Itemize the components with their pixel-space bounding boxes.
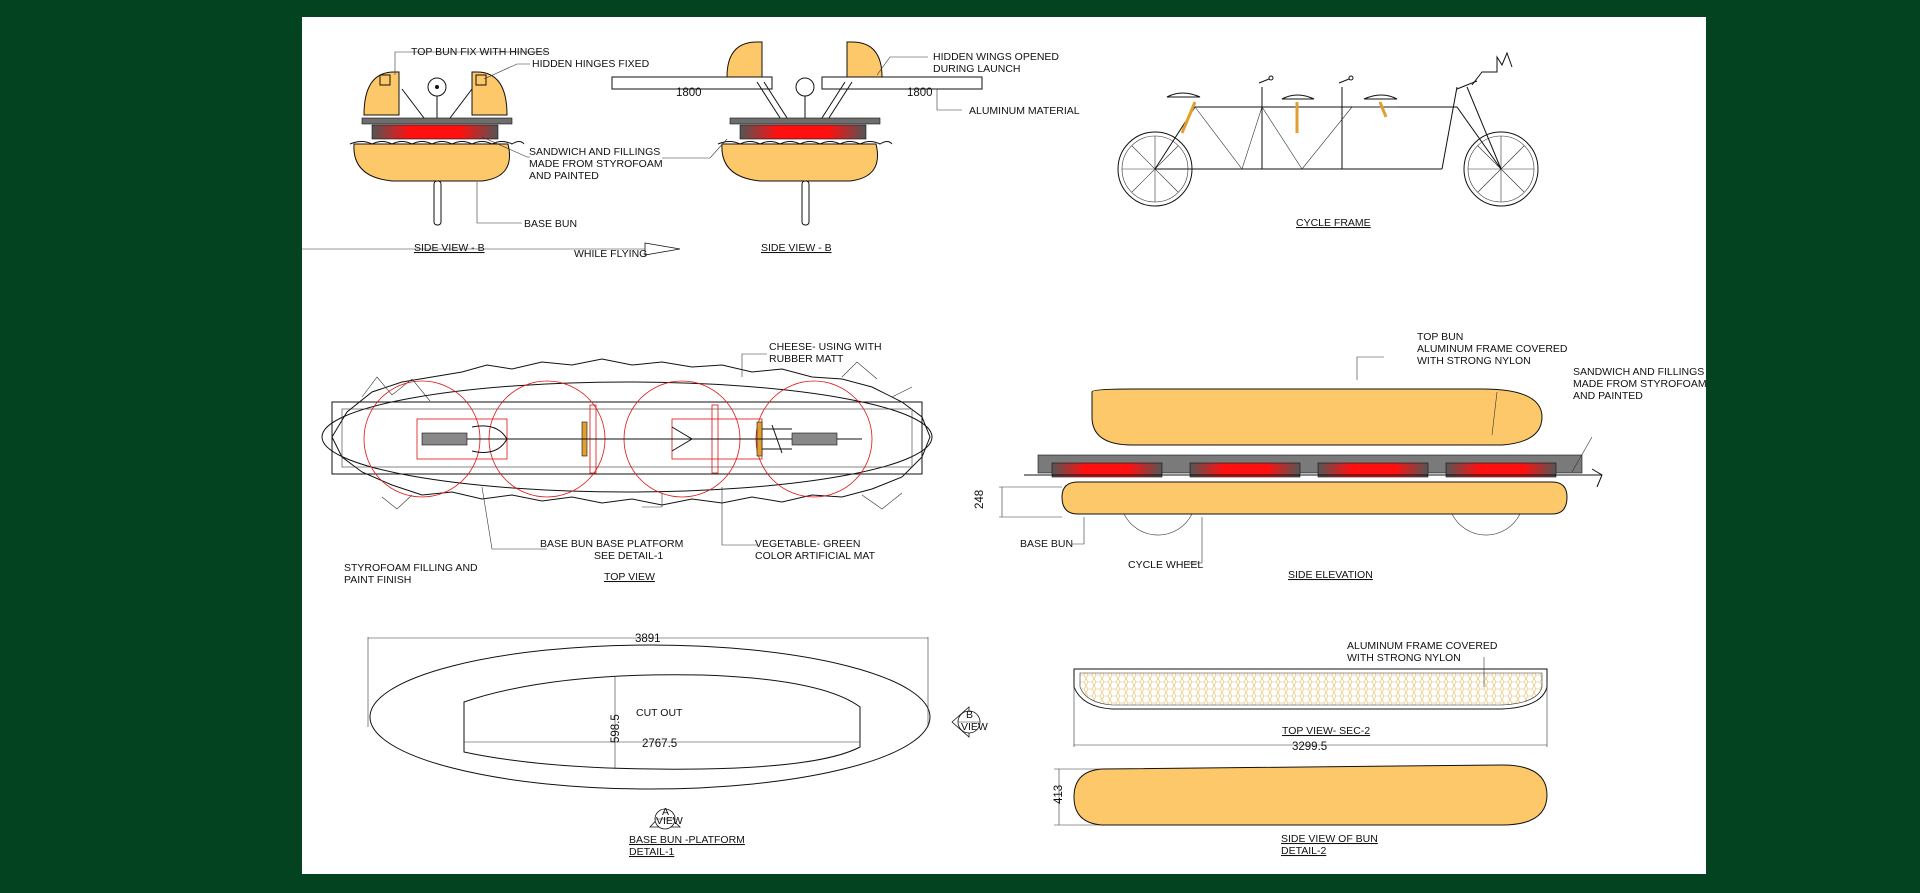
right-wing — [821, 76, 983, 90]
label-vegetable-2: COLOR ARTIFICIAL MAT — [755, 550, 876, 562]
label-top-bun-hinges: TOP BUN FIX WITH HINGES — [411, 46, 549, 58]
right-top-bun-open — [846, 41, 883, 78]
ring-center — [435, 85, 439, 89]
title-side-view-b-2: SIDE VIEW - B — [761, 242, 832, 254]
label-vegetable-1: VEGETABLE- GREEN — [755, 538, 860, 550]
title-side-elevation: SIDE ELEVATION — [1288, 569, 1373, 581]
lettuce-outline — [331, 358, 931, 506]
front-basket — [1471, 51, 1513, 86]
side-view-b-open — [611, 41, 983, 226]
side-elevation-drawing — [999, 356, 1603, 564]
dim-wing-right: 1800 — [907, 87, 933, 99]
lettuce-edge — [349, 141, 525, 145]
label-hidden-wings-2: DURING LAUNCH — [933, 63, 1021, 75]
seat-post — [433, 180, 442, 226]
hinge-marker-right — [475, 74, 487, 86]
dim-cutout-width: 598.5 — [610, 714, 622, 743]
cycle-frame-drawing — [1117, 51, 1539, 207]
technical-drawing: TOP BUN FIX WITH HINGES HIDDEN HINGES FI… — [302, 41, 1706, 858]
front-tire-top — [791, 432, 838, 446]
title-side-view-bun-2: DETAIL-2 — [1281, 845, 1326, 857]
drawing-sheet: TOP BUN FIX WITH HINGES HIDDEN HINGES FI… — [302, 17, 1706, 874]
label-view-a-letter: A — [662, 806, 669, 818]
dim-cutout-length: 2767.5 — [642, 738, 677, 750]
label-hidden-wings-1: HIDDEN WINGS OPENED — [933, 51, 1059, 63]
label-base-bun-r: BASE BUN — [1020, 538, 1073, 550]
label-view-b-letter: B — [966, 709, 973, 721]
title-cycle-frame: CYCLE FRAME — [1296, 217, 1371, 229]
platform-detail-drawing — [367, 637, 981, 830]
plate — [361, 117, 513, 125]
label-cheese-2: RUBBER MATT — [769, 353, 844, 365]
label-base-bun: BASE BUN — [524, 218, 577, 230]
label-base-platform-1: BASE BUN BASE PLATFORM — [540, 538, 683, 550]
base-bun-shape — [353, 143, 510, 182]
handlebar-ring-open — [795, 77, 815, 97]
label-hidden-hinges: HIDDEN HINGES FIXED — [532, 58, 650, 70]
top-view-sec2-drawing — [1073, 657, 1548, 747]
right-top-bun-half — [471, 71, 508, 116]
side-view-bun-drawing — [1054, 764, 1548, 826]
hinge-marker-left — [379, 74, 391, 86]
top-view-drawing — [321, 353, 933, 550]
label-alu-frame-2: WITH STRONG NYLON — [1347, 652, 1461, 664]
label-aluminum-material: ALUMINUM MATERIAL — [969, 105, 1080, 117]
label-sandwich-r-2: MADE FROM STYROFOAM — [1573, 378, 1706, 390]
left-top-bun-half — [363, 71, 400, 116]
label-sandwich-3: AND PAINTED — [529, 170, 599, 182]
left-wing — [611, 76, 773, 90]
label-view-b-word: VIEW — [961, 721, 988, 733]
left-top-bun-open — [726, 41, 763, 78]
title-platform-1: BASE BUN -PLATFORM — [629, 834, 745, 846]
elevation-top-bun — [1091, 388, 1543, 446]
platform-ellipse — [369, 644, 931, 790]
label-top-bun-2: ALUMINUM FRAME COVERED — [1417, 343, 1568, 355]
title-side-view-b-1: SIDE VIEW - B — [414, 242, 485, 254]
base-bun-open — [721, 143, 878, 182]
dim-elevation-height: 248 — [974, 490, 986, 509]
rear-tire-top — [421, 432, 468, 446]
label-sandwich-2: MADE FROM STYROFOAM — [529, 158, 663, 170]
dim-wing-left: 1800 — [676, 87, 702, 99]
dim-sec2-length: 3299.5 — [1292, 741, 1327, 753]
title-platform-2: DETAIL-1 — [629, 846, 674, 858]
side-view-b-closed — [302, 51, 681, 256]
label-sandwich-r-3: AND PAINTED — [1573, 390, 1643, 402]
flight-arrow — [644, 242, 681, 256]
dim-bun-height: 413 — [1053, 785, 1065, 804]
bun-detail-shape — [1073, 764, 1548, 826]
label-cut-out: CUT OUT — [636, 707, 683, 719]
label-sandwich-r-1: SANDWICH AND FILLINGS — [1573, 366, 1704, 378]
label-view-a-word: VIEW — [656, 815, 683, 827]
label-alu-frame-1: ALUMINUM FRAME COVERED — [1347, 640, 1498, 652]
label-top-bun-3: WITH STRONG NYLON — [1417, 355, 1531, 367]
label-while-flying: WHILE FLYING — [574, 248, 647, 260]
label-cheese-1: CHEESE- USING WITH — [769, 341, 882, 353]
label-styrofoam-1: STYROFOAM FILLING AND — [344, 562, 478, 574]
front-wheel — [1463, 131, 1539, 207]
title-side-view-bun-1: SIDE VIEW OF BUN — [1281, 833, 1378, 845]
title-top-view-sec2: TOP VIEW- SEC-2 — [1282, 725, 1370, 737]
honeycomb-frame — [1079, 672, 1543, 706]
annotation-texts: TOP BUN FIX WITH HINGES HIDDEN HINGES FI… — [344, 46, 1706, 858]
label-base-platform-2: SEE DETAIL-1 — [594, 550, 663, 562]
dim-platform-length: 3891 — [635, 633, 661, 645]
base-platform-outline — [331, 401, 923, 475]
elevation-base-bun — [1061, 481, 1568, 515]
cutout-outline — [463, 674, 861, 770]
label-styrofoam-2: PAINT FINISH — [344, 574, 411, 586]
label-cycle-wheel: CYCLE WHEEL — [1128, 559, 1203, 571]
filling — [371, 124, 499, 140]
title-top-view: TOP VIEW — [604, 571, 655, 583]
label-sandwich-1: SANDWICH AND FILLINGS — [529, 146, 660, 158]
label-top-bun-1: TOP BUN — [1417, 331, 1463, 343]
